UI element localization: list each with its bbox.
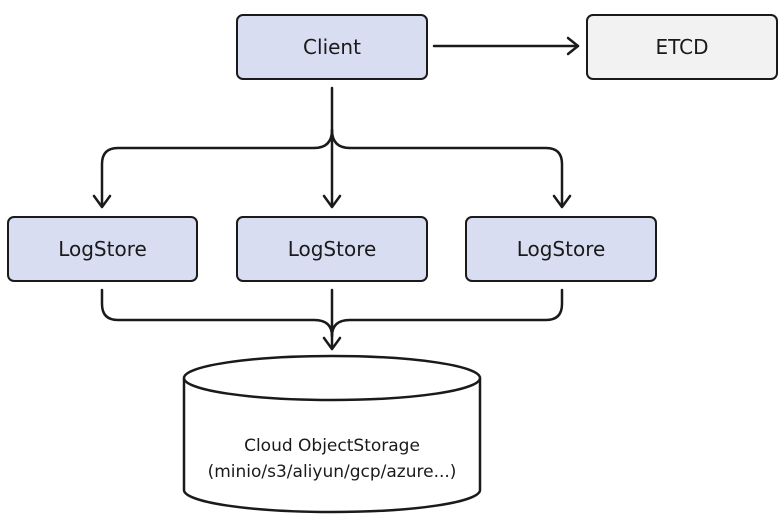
logstore-node-3: LogStore [465,216,657,282]
etcd-node: ETCD [586,14,778,80]
arrowhead-logstore-1 [92,194,112,209]
client-to-etcd-arrowhead [566,36,580,56]
merge-from-logstore-3 [330,288,564,338]
logstore-label-3: LogStore [516,237,606,261]
branch-to-logstore-3 [330,128,564,208]
storage-title: Cloud ObjectStorage [244,436,420,456]
merge-from-logstore-1 [100,288,334,338]
logstore-label-2: LogStore [287,237,377,261]
client-node: Client [236,14,428,80]
logstore-node-2: LogStore [236,216,428,282]
storage-cylinder [182,354,482,514]
arrowhead-logstore-2 [322,194,342,209]
arrowhead-logstore-3 [552,194,572,209]
arrowhead-storage [322,336,342,351]
logstore-node-1: LogStore [7,216,198,282]
logstore-label-1: LogStore [58,237,147,261]
client-label: Client [303,35,361,59]
etcd-label: ETCD [655,35,709,59]
storage-subtitle: (minio/s3/aliyun/gcp/azure...) [207,462,457,482]
branch-to-logstore-1 [100,128,334,208]
